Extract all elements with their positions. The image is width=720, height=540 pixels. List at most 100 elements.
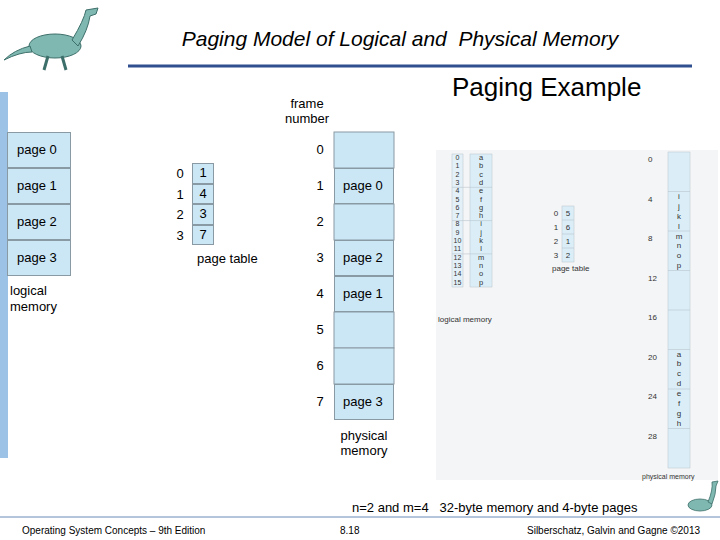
- box-label: page 3: [17, 250, 57, 266]
- footer-rule: [0, 517, 720, 518]
- box-label: 7: [199, 227, 206, 243]
- memory-title: logical memory: [10, 283, 66, 315]
- address-number: 14: [451, 270, 464, 278]
- memory-byte: b: [470, 162, 492, 170]
- box-label: 3: [199, 206, 206, 222]
- frame-box: [334, 348, 394, 384]
- frame-number: 2: [562, 251, 574, 260]
- empty-frames: [334, 132, 394, 384]
- page-number: 0: [172, 165, 188, 182]
- address-number: 8: [451, 220, 464, 228]
- example-background: [436, 150, 718, 480]
- page-number: 3: [172, 227, 188, 244]
- memory-byte: c: [470, 171, 492, 179]
- address-number: 4: [451, 187, 464, 195]
- address-number: 13: [451, 262, 464, 270]
- memory-byte: m: [668, 232, 690, 242]
- memory-byte: a: [668, 350, 690, 360]
- memory-byte: k: [470, 237, 492, 245]
- box-label: page 0: [343, 178, 383, 194]
- frame-box: [334, 312, 394, 348]
- address-number: 9: [451, 229, 464, 237]
- box-label: page 1: [343, 286, 383, 302]
- title-rule: [128, 65, 692, 68]
- dinosaur-logo: [4, 8, 98, 70]
- box-label: page 2: [343, 250, 383, 266]
- memory-title: logical memory: [438, 315, 492, 325]
- memory-byte: g: [668, 409, 690, 419]
- small-example: [436, 150, 718, 480]
- address-number: 10: [451, 237, 464, 245]
- footer-text: Silberschatz, Galvin and Gagne ©2013: [527, 525, 700, 537]
- frame-box: page 3: [334, 384, 394, 420]
- box-label: page 2: [17, 214, 57, 230]
- frame-box: page 2: [334, 240, 394, 276]
- address-number: 5: [451, 196, 464, 204]
- address-number: 0: [648, 155, 652, 165]
- page-number: 0: [551, 209, 561, 218]
- memory-byte: n: [470, 262, 492, 270]
- memory-byte: o: [668, 251, 690, 261]
- page-number: 2: [551, 237, 561, 246]
- frame-number: 6: [562, 223, 574, 232]
- page-number: 1: [172, 186, 188, 203]
- address-number: 20: [648, 353, 657, 363]
- table-title: page table: [197, 251, 258, 267]
- logical-page-box: page 3: [7, 240, 71, 276]
- address-number: 24: [648, 392, 657, 402]
- cell-dividers: [452, 187, 690, 428]
- box-label: page 3: [343, 394, 383, 410]
- frame-number: 2: [312, 214, 328, 230]
- page-table-entry: 7: [192, 225, 214, 246]
- address-number: 28: [648, 432, 657, 442]
- memory-byte: i: [668, 192, 690, 202]
- page-number: 1: [551, 223, 561, 232]
- memory-byte: i: [470, 220, 492, 228]
- frame-box: page 1: [334, 276, 394, 312]
- memory-byte: b: [668, 359, 690, 369]
- dino-legs: [44, 56, 66, 70]
- memory-byte: m: [470, 254, 492, 262]
- dino-neck: [72, 8, 98, 46]
- memory-byte: d: [668, 379, 690, 389]
- figure-caption: n=2 and m=4 32-byte memory and 4-byte pa…: [352, 500, 637, 516]
- page-number: 3: [551, 251, 561, 260]
- memory-byte: h: [668, 419, 690, 429]
- address-number: 7: [451, 212, 464, 220]
- frame-number: 5: [312, 322, 328, 338]
- memory-byte: p: [668, 261, 690, 271]
- box-label: page 0: [17, 142, 57, 158]
- frame-box: [334, 204, 394, 240]
- frame-number: 6: [312, 358, 328, 374]
- memory-byte: j: [668, 202, 690, 212]
- memory-byte: k: [668, 212, 690, 222]
- page-number: 2: [172, 206, 188, 223]
- page-table-entry: 4: [192, 184, 214, 205]
- frame-box: page 0: [334, 168, 394, 204]
- frame-number: 4: [312, 286, 328, 302]
- frame-number: 7: [312, 394, 328, 410]
- slide-title: Paging Model of Logical and Physical Mem…: [120, 26, 680, 51]
- logical-page-box: page 2: [7, 204, 71, 240]
- memory-byte: l: [668, 222, 690, 232]
- memory-byte: n: [668, 241, 690, 251]
- address-number: 12: [648, 274, 657, 284]
- address-number: 0: [451, 154, 464, 162]
- memory-byte: p: [470, 279, 492, 287]
- address-number: 11: [451, 245, 464, 253]
- axis-title: frame number: [280, 96, 334, 126]
- address-number: 12: [451, 254, 464, 262]
- dino-neck: [708, 481, 718, 504]
- slide-subtitle: Paging Example: [452, 72, 641, 102]
- memory-byte: j: [470, 229, 492, 237]
- memory-byte: g: [470, 204, 492, 212]
- page-table-entry: 1: [192, 163, 214, 184]
- frame-number: 1: [312, 178, 328, 194]
- table-title: page table: [552, 264, 589, 274]
- address-number: 1: [451, 162, 464, 170]
- box-label: page 1: [17, 178, 57, 194]
- memory-byte: l: [470, 245, 492, 253]
- dino-tail: [4, 46, 32, 60]
- memory-byte: a: [470, 154, 492, 162]
